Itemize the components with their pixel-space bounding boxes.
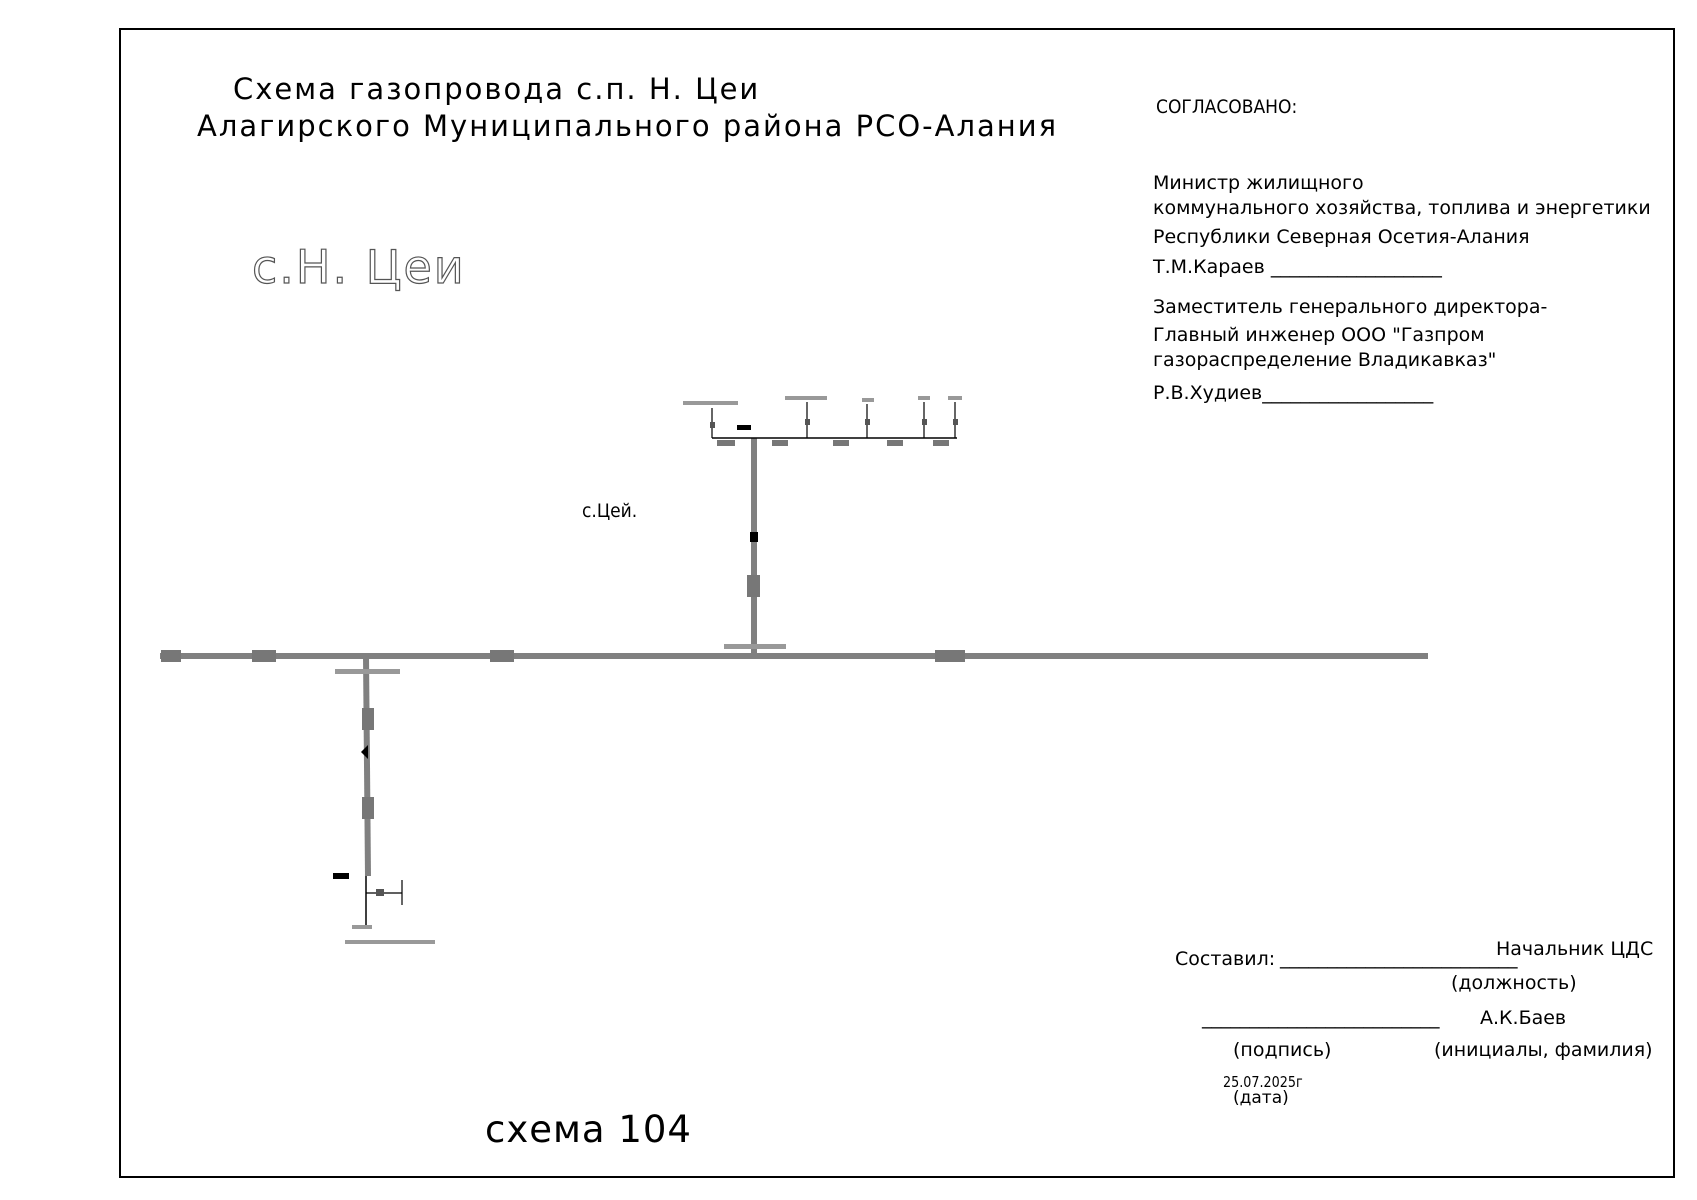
- minister-title-line3: Республики Северная Осетия-Алания: [1153, 226, 1530, 248]
- scheme-number: схема 104: [485, 1108, 692, 1151]
- north-distribution-line: [683, 396, 962, 446]
- minister-signature-line: Т.М.Караев __________________: [1153, 256, 1442, 278]
- pipe-spec-label-south: [362, 708, 374, 730]
- deputy-title-line2: Главный инженер ООО "Газпром: [1153, 324, 1485, 346]
- pipe-spec-label-south-2: [362, 797, 374, 819]
- deputy-title-line3: газораспределение Владикавказ": [1153, 349, 1497, 371]
- settlement-label-large: с.Н. Цеи: [251, 239, 466, 294]
- south-distribution-line: [333, 873, 435, 944]
- date-caption: (дата): [1233, 1088, 1289, 1108]
- approval-heading: СОГЛАСОВАНО:: [1156, 96, 1298, 118]
- settlement-label-small: с.Цей.: [582, 500, 638, 522]
- position-caption: (должность): [1451, 972, 1577, 994]
- pipe-spec-label: [747, 575, 760, 597]
- branch-pipeline-south: [363, 655, 371, 877]
- scheme-title-line2: Алагирского Муниципального района РСО-Ал…: [197, 109, 1059, 143]
- pipe-junction-label: [724, 644, 786, 649]
- deputy-signature-line: Р.В.Худиев__________________: [1153, 382, 1434, 404]
- compiled-name: А.К.Баев: [1480, 1007, 1567, 1029]
- signature-line: _________________________: [1202, 1007, 1440, 1029]
- scheme-title-line1: Схема газопровода с.п. Н. Цеи: [233, 72, 761, 106]
- compiled-label: Составил:: [1175, 948, 1276, 970]
- drawing-frame: [119, 28, 1675, 1178]
- compiled-date: 25.07.2025г: [1223, 1073, 1303, 1091]
- deputy-title-line1: Заместитель генерального директора-: [1153, 296, 1548, 318]
- valve-marker: [750, 532, 758, 542]
- name-caption: (инициалы, фамилия): [1434, 1039, 1653, 1061]
- direction-marker: [361, 745, 368, 759]
- minister-title-line1: Министр жилищного: [1153, 172, 1364, 194]
- main-pipe-segment-labels: [161, 650, 965, 674]
- compiled-position: Начальник ЦДС: [1496, 938, 1654, 960]
- signature-caption: (подпись): [1233, 1039, 1332, 1061]
- minister-title-line2: коммунального хозяйства, топлива и энерг…: [1153, 197, 1651, 219]
- compiled-position-line: _________________________: [1280, 947, 1518, 969]
